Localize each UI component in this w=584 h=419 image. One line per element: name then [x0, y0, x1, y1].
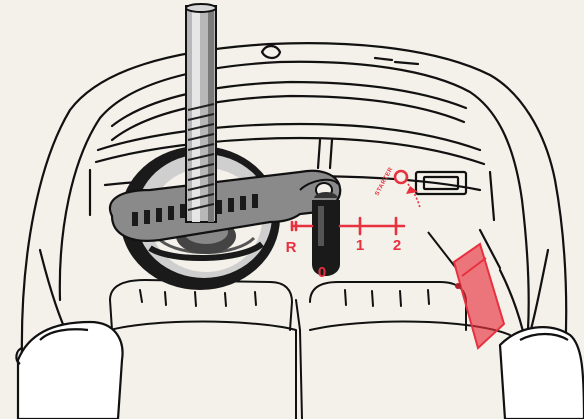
gear-label-first: 1 [356, 237, 364, 254]
lock-rod [185, 3, 217, 223]
starter-arrowhead [406, 186, 418, 194]
gear-label-neutral: 0 [318, 264, 326, 281]
starter-arc-arrow [407, 183, 421, 209]
starter-button [393, 169, 409, 185]
front-seats [95, 279, 511, 419]
gear-pattern [290, 216, 406, 236]
gear-label-reverse: R [286, 239, 297, 256]
gear-label-second: 2 [393, 237, 401, 254]
gear-shift-knob [312, 192, 340, 276]
hand-brake-lever [427, 231, 506, 350]
steering-lock-clamp [109, 169, 342, 242]
